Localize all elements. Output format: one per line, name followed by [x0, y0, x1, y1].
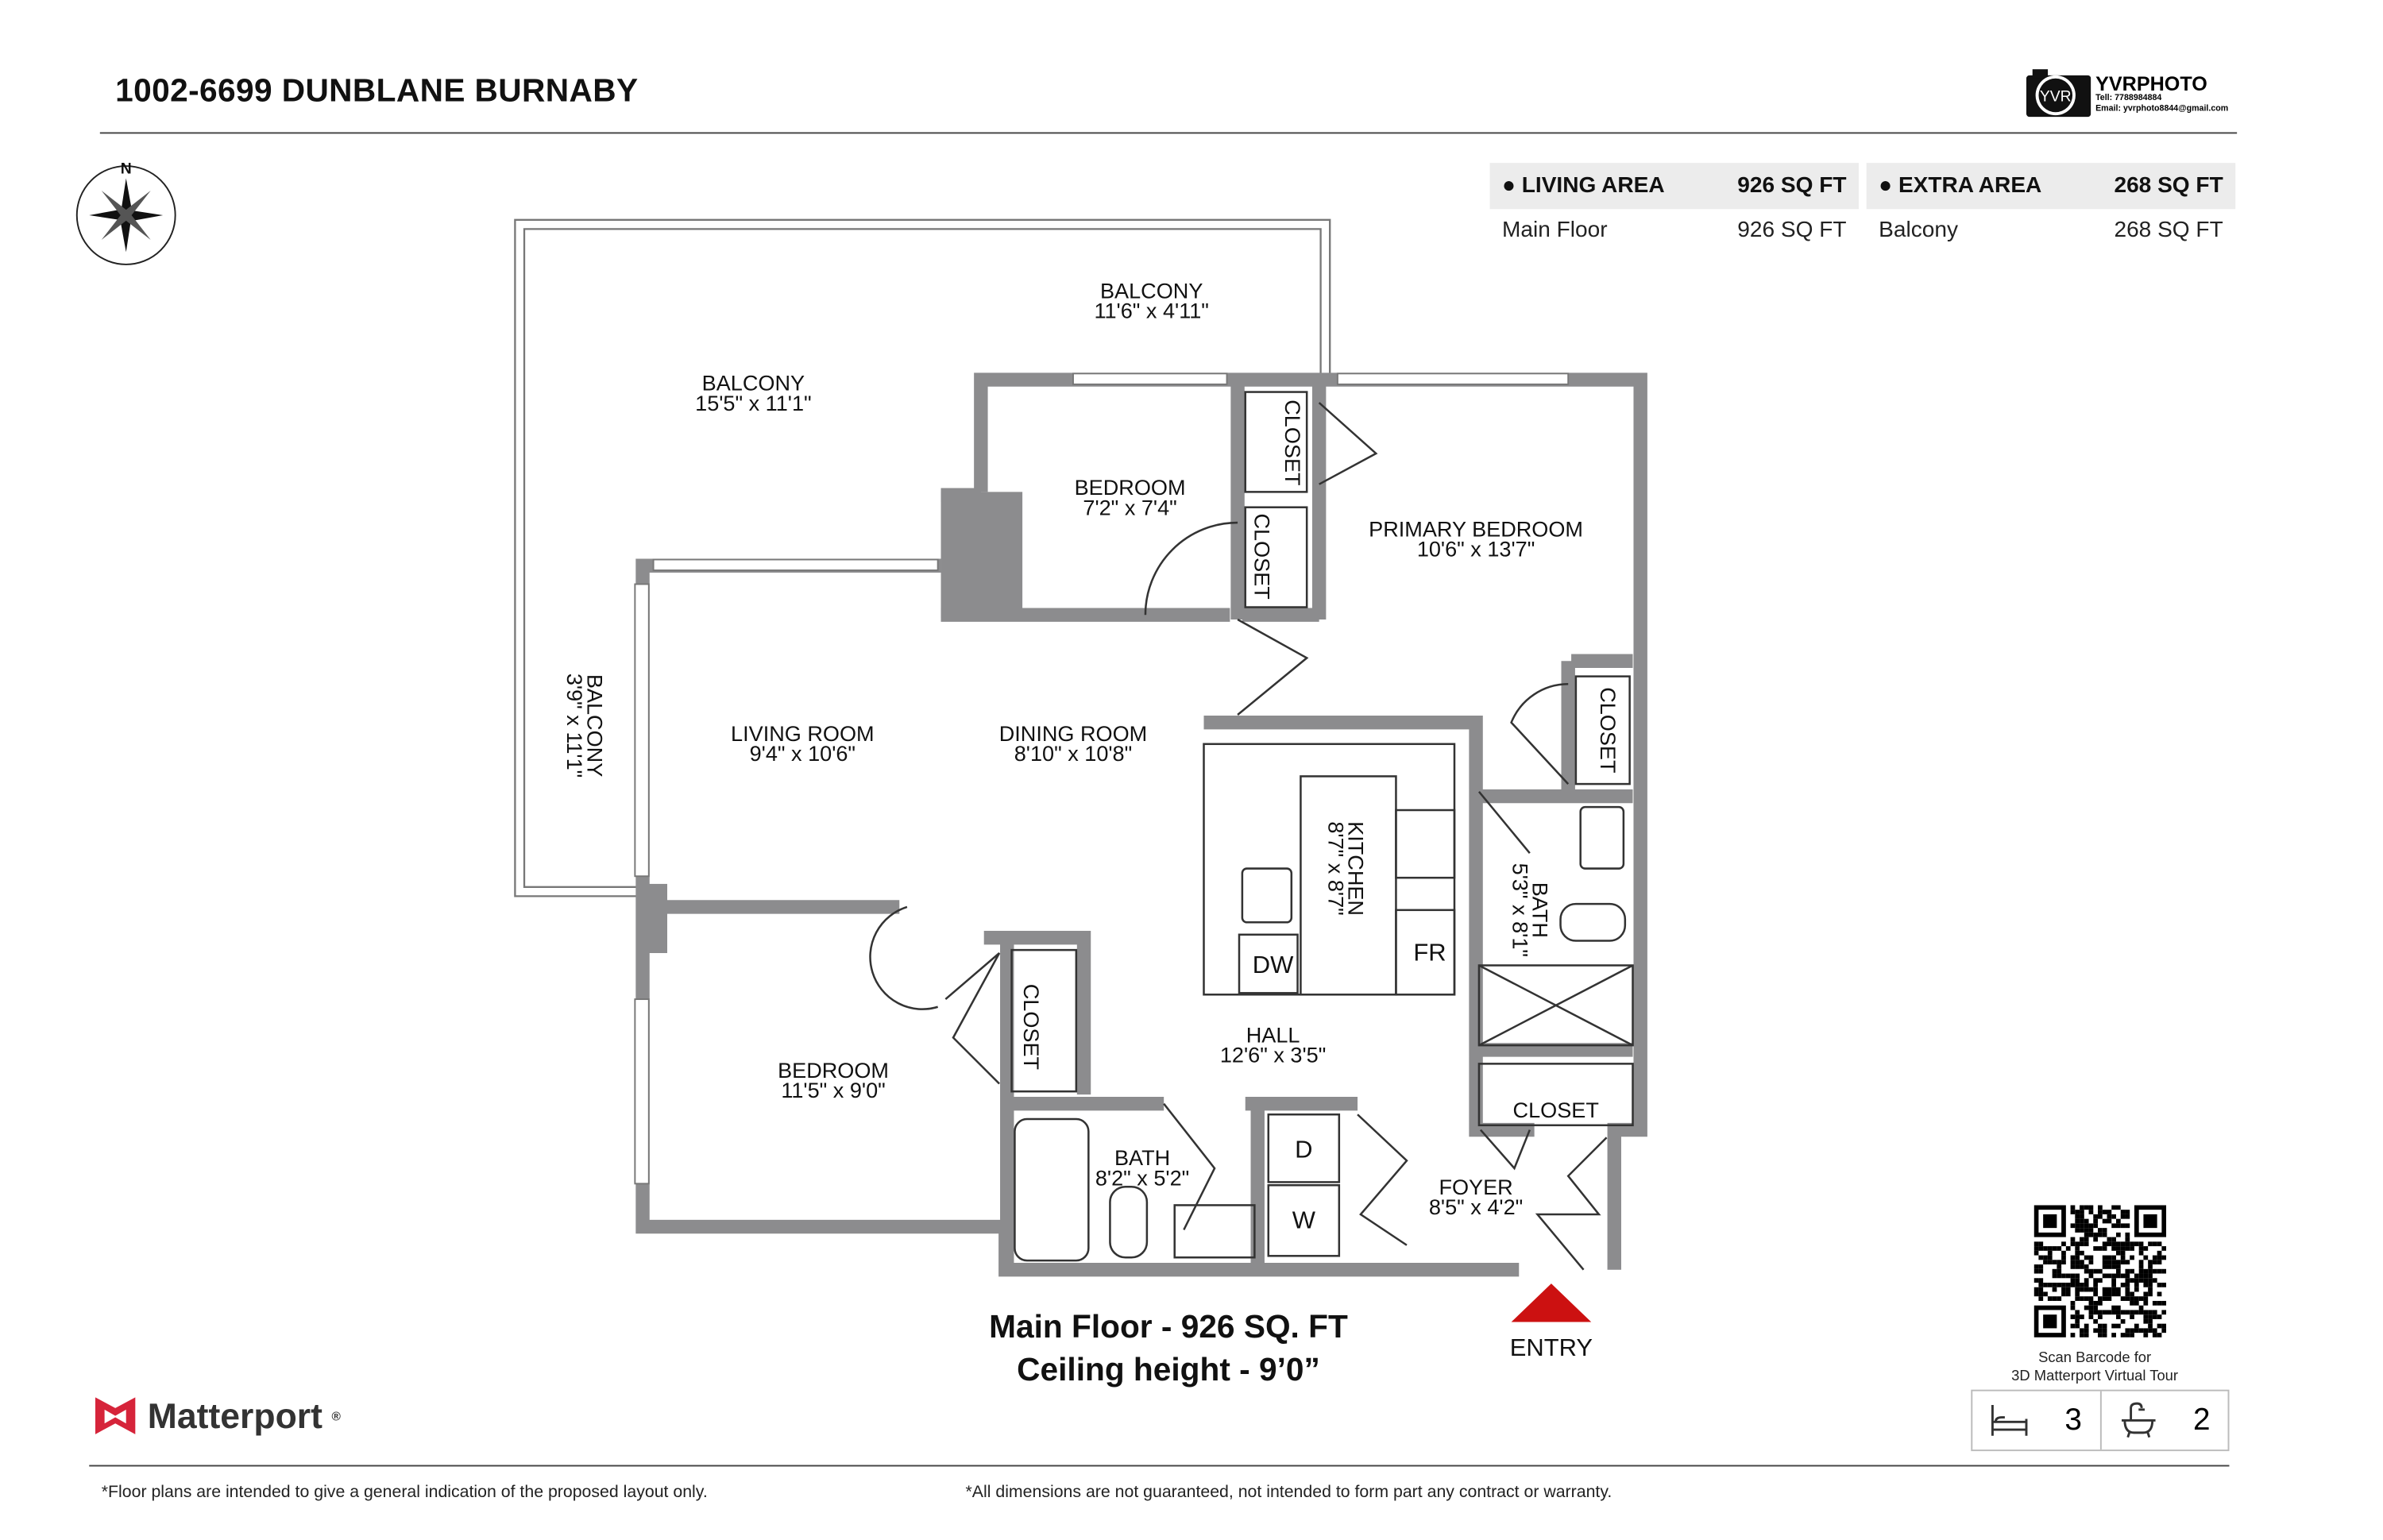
washer-label: W	[1292, 1206, 1316, 1233]
living-area-total: 926 SQ FT	[1737, 173, 1847, 199]
footer-disclaimer-left: *Floor plans are intended to give a gene…	[101, 1483, 708, 1502]
page-title: 1002-6699 DUNBLANE BURNABY	[115, 73, 639, 110]
svg-text:N: N	[121, 160, 132, 178]
camera-logo-icon: YVR	[2026, 69, 2091, 118]
floor-area-caption: Main Floor - 926 SQ. FT	[989, 1310, 1348, 1345]
extra-area-total: 268 SQ FT	[2114, 173, 2223, 199]
structural-column	[636, 883, 668, 954]
closet-label: CLOSET	[1249, 513, 1274, 599]
bed-icon	[1991, 1405, 2029, 1436]
header-divider	[99, 132, 2238, 134]
room-counts: 3 2	[1971, 1389, 2230, 1452]
svg-text:YVR: YVR	[2040, 88, 2072, 106]
qr-code[interactable]	[2033, 1205, 2167, 1337]
matterport-icon	[95, 1397, 136, 1434]
footer-divider	[89, 1465, 2230, 1467]
windows	[634, 372, 1570, 1185]
living-area-label: ● LIVING AREA	[1501, 173, 1665, 199]
balcony-outline	[514, 218, 1331, 897]
fridge-label: FR	[1413, 939, 1446, 967]
logo-tel: Tell: 7788984884	[2095, 93, 2162, 102]
yvrphoto-logo: YVR YVRPHOTO Tell: 7788984884 Email: yvr…	[2026, 69, 2228, 118]
structural-column	[940, 492, 1023, 619]
closet-label: CLOSET	[1280, 399, 1305, 485]
bedroom-count: 3	[1972, 1391, 2099, 1450]
closet-label: CLOSET	[1019, 984, 1044, 1070]
closet-label: CLOSET	[1513, 1098, 1599, 1122]
fixtures	[869, 391, 1634, 1271]
logo-email: Email: yvrphoto8844@gmail.com	[2095, 103, 2229, 114]
matterport-logo: Matterport®	[92, 1394, 341, 1437]
entry-label: ENTRY	[1510, 1334, 1593, 1361]
ceiling-height-caption: Ceiling height - 9’0”	[1017, 1353, 1320, 1388]
logo-name: YVRPHOTO	[2095, 71, 2207, 95]
room-kitchen: KITCHEN8'7" x 8'7"	[1323, 821, 1368, 916]
extra-area-label: ● EXTRA AREA	[1879, 173, 2042, 199]
compass-icon: N	[75, 160, 176, 265]
dishwasher-label: DW	[1253, 951, 1294, 978]
closet-label: CLOSET	[1596, 687, 1620, 773]
footer-disclaimer-right: *All dimensions are not guaranteed, not …	[965, 1483, 1612, 1502]
dryer-label: D	[1295, 1135, 1312, 1163]
bathroom-count: 2	[2099, 1391, 2228, 1450]
room-balcony-side: BALCONY3'9" x 11'1"	[562, 674, 607, 778]
floor-caption: Main Floor - 926 SQ. FT Ceiling height -…	[861, 1306, 1476, 1392]
entry-arrow-icon	[1511, 1283, 1592, 1322]
room-bath-primary: BATH5'3" x 8'1"	[1508, 863, 1553, 957]
bathtub-icon	[2121, 1402, 2156, 1438]
